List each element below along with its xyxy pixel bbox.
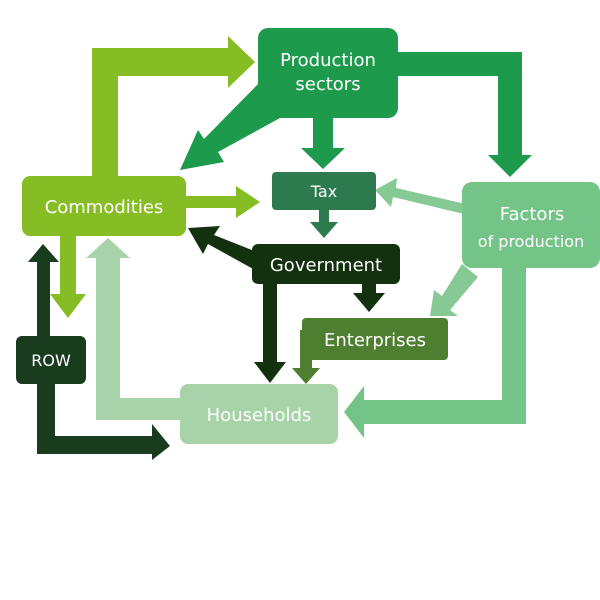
enterprises-label: Enterprises <box>324 330 426 351</box>
arrow-row-to-households <box>37 384 170 460</box>
node-commodities: Commodities <box>22 176 186 236</box>
arrow-households-to-commodities <box>86 238 180 420</box>
arrow-tax-to-government <box>310 210 338 238</box>
arrow-government-to-commodities <box>188 226 262 270</box>
arrow-row-to-commodities <box>28 244 59 336</box>
arrow-commodities-down <box>50 236 86 318</box>
households-label: Households <box>207 405 312 426</box>
arrow-factors-to-households <box>344 258 526 438</box>
factors-label-line1: Factors <box>500 204 564 225</box>
arrow-factors-to-enterprises <box>430 264 478 316</box>
commodities-label: Commodities <box>45 197 164 218</box>
arrow-government-to-enterprises <box>353 284 385 312</box>
row-label: ROW <box>31 351 71 370</box>
factors-label-line2: of production <box>478 232 584 251</box>
flow-arrows <box>28 36 532 460</box>
arrow-production-to-factors <box>396 52 532 177</box>
arrow-factors-to-tax <box>375 178 470 215</box>
production-sectors-label-line1: Production <box>280 50 376 71</box>
node-government: Government <box>252 244 400 284</box>
node-row: ROW <box>16 336 86 384</box>
arrow-commodities-to-tax <box>186 186 260 218</box>
production-sectors-label-line2: sectors <box>295 74 360 95</box>
government-label: Government <box>270 255 382 276</box>
arrow-commodities-to-production <box>92 36 255 190</box>
node-production-sectors: Production sectors <box>258 28 398 118</box>
node-tax: Tax <box>272 172 376 210</box>
tax-label: Tax <box>310 182 337 201</box>
arrow-production-to-tax <box>301 118 345 169</box>
arrow-government-to-households <box>254 284 286 383</box>
node-households: Households <box>180 384 338 444</box>
node-factors-of-production: Factors of production <box>462 182 600 268</box>
arrow-production-to-commodities <box>180 82 280 170</box>
node-enterprises: Enterprises <box>302 318 448 360</box>
